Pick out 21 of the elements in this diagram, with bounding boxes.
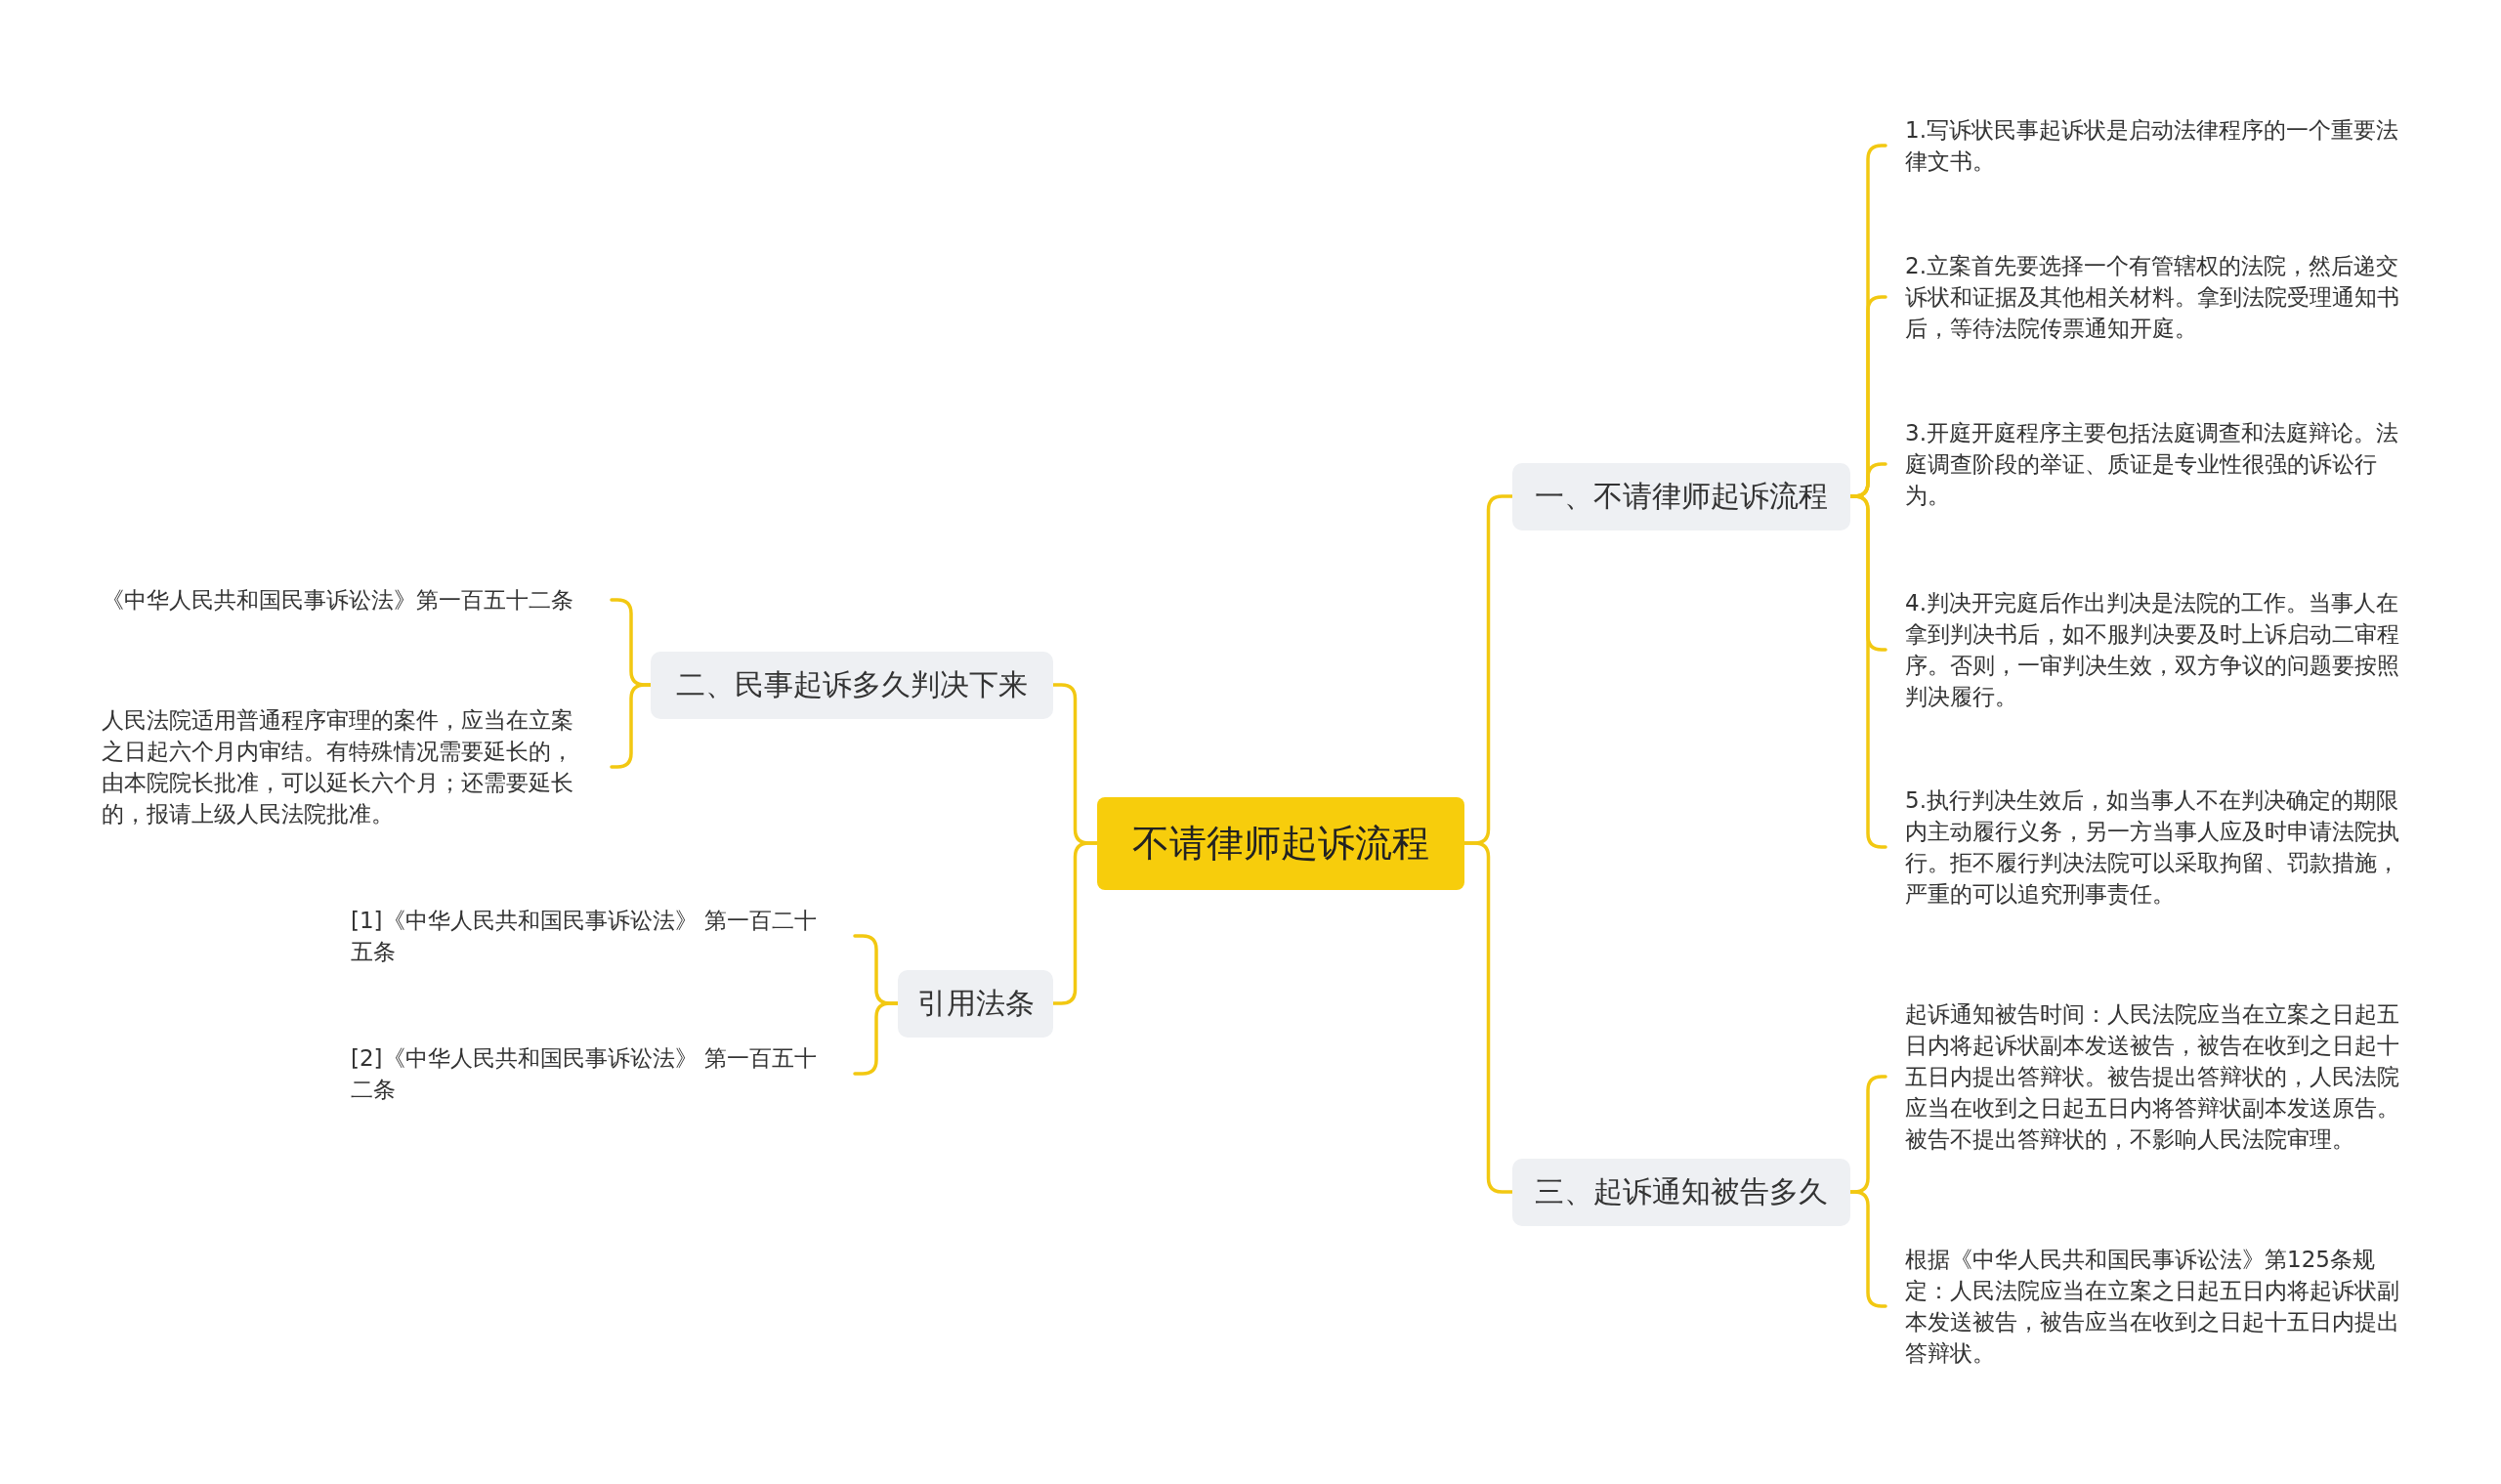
note-text: 4.判决开完庭后作出判决是法院的工作。当事人在拿到判决书后，如不服判决要及时上诉启动二审程序。否则，一审判决生效，双方争议的问题要按照判决履行。 (1886, 587, 2413, 712)
topic-box: 引用法条 (898, 969, 1053, 1038)
connector-line (1848, 1190, 1887, 1308)
topic-box: 三、起诉通知被告多久 (1512, 1158, 1850, 1226)
note-text: 1.写诉状民事起诉状是启动法律程序的一个重要法律文书。 (1886, 114, 2413, 177)
central-topic: 不请律师起诉流程 (1097, 796, 1464, 890)
note-text: 根据《中华人民共和国民事诉讼法》第125条规定：人民法院应当在立案之日起五日内将起诉状副本发送被告，被告应当在收到之日起十五日内提出答辩状。 (1886, 1244, 2413, 1369)
note-text: [1]《中华人民共和国民事诉讼法》 第一百二十五条 (347, 905, 855, 967)
note-text: 5.执行判决生效后，如当事人不在判决确定的期限内主动履行义务，另一方当事人应及时申请法院执行。拒不履行判决法院可以采取拘留、罚款措施，严重的可以追究刑事责任。 (1886, 784, 2413, 910)
note-text: 人民法院适用普通程序审理的案件，应当在立案之日起六个月内审结。有特殊情况需要延长的，由本院院长批准，可以延长六个月；还需要延长的，报请上级人民法院批准。 (98, 704, 612, 829)
connector-line (610, 683, 653, 769)
connector-line (1462, 841, 1514, 1194)
topic-box: 一、不请律师起诉流程 (1512, 462, 1850, 530)
connector-line (1051, 841, 1099, 1005)
note-text: 3.开庭开庭程序主要包括法庭调查和法庭辩论。法庭调查阶段的举证、质证是专业性很强的诉讼行为。 (1886, 417, 2413, 511)
topic-box: 二、民事起诉多久判决下来 (651, 651, 1053, 719)
note-text: 2.立案首先要选择一个有管辖权的法院，然后递交诉状和证据及其他相关材料。拿到法院受理通知书后，等待法院传票通知开庭。 (1886, 250, 2413, 344)
connector-line (853, 1001, 900, 1076)
note-text: 起诉通知被告时间：人民法院应当在立案之日起五日内将起诉状副本发送被告，被告在收到之日起十五日内提出答辩状。被告提出答辩状的，人民法院应当在收到之日起五日内将答辩状副本发送原告。被告不提出答辩状的，不影响人民法院审理。 (1886, 998, 2413, 1155)
note-text: 《中华人民共和国民事诉讼法》第一百五十二条 (98, 584, 612, 615)
note-text: [2]《中华人民共和国民事诉讼法》 第一百五十二条 (347, 1042, 855, 1105)
